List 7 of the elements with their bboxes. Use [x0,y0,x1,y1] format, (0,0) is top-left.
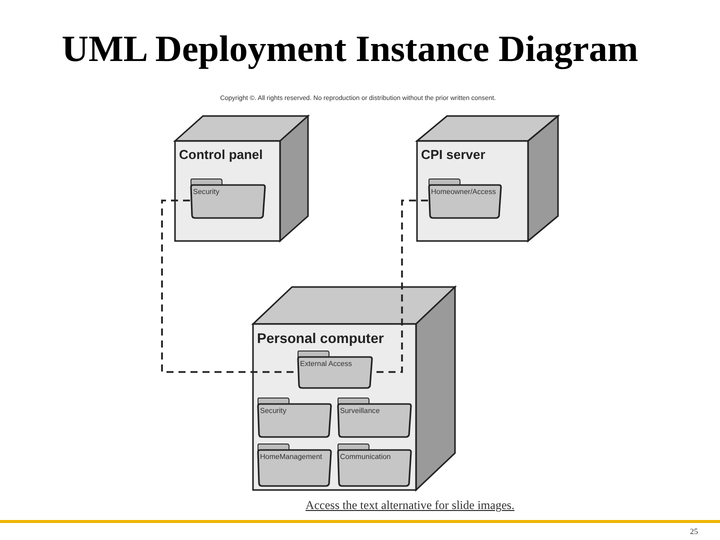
node-title: Personal computer [257,330,384,346]
slide-title: UML Deployment Instance Diagram [60,28,640,71]
node-title: Control panel [179,147,263,162]
text-alternative-link: Access the text alternative for slide images. [304,498,516,513]
page-number: 25 [690,527,698,536]
node-title: CPI server [421,147,486,162]
folder-icon [297,350,373,389]
